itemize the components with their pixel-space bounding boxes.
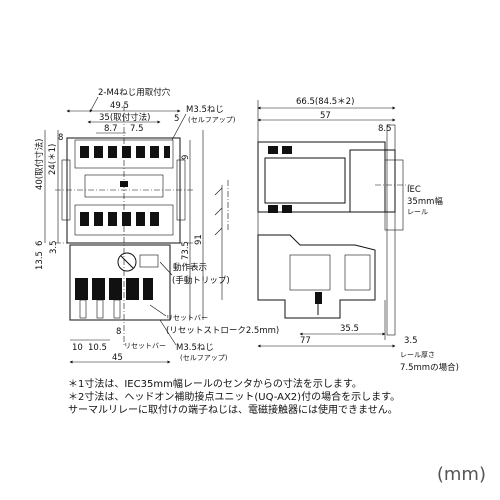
note-1: ＊1寸法は、IEC35mm幅レールのセンタからの寸法を示します。 [68,379,362,390]
side-view: 66.5(84.5＊2) 57 8.5 IEC 35mm幅 レール 35.5 7… [257,97,459,373]
bottom-terminals [75,278,153,319]
thermal-relay-body [69,244,171,321]
dim-10: 10 [72,343,83,353]
indicator-label: 動作表示 [173,262,207,273]
dim-8-7: 8.7 [104,124,118,134]
dim-8-5: 8.5 [378,124,392,134]
reset-bar-label-2: リセットバー [124,342,166,350]
front-view: 2-M4ねじ用取付穴 49.5 M3.5ねじ (セルフアップ) 35(取付寸法)… [34,87,279,364]
dim-40: 40(取付寸法) [34,139,45,190]
dim-57: 57 [320,111,331,121]
dim-5: 5 [174,114,179,124]
rail-width-label: 35mm幅 [407,196,443,207]
reset-bar-label: リセットバー [166,314,208,322]
dim-45: 45 [112,353,123,363]
rail-thick-label: レール厚さ [400,351,435,359]
mount-holes-label: 2-M4ねじ用取付穴 [98,87,171,98]
dim-3-5: 3.5 [49,240,59,254]
self-up-top-label: (セルフアップ) [188,116,236,124]
note-2: ＊2寸法は、ヘッドオン補助接点ユニット(UQ-AX2)付の場合を示します。 [68,392,401,403]
note-3: サーマルリレーに取付けの端子ねじは、電磁接触器には使用できません。 [68,405,398,416]
dim-49-5: 49.5 [110,101,129,111]
dim-8b: 8 [116,327,121,337]
dim-24: 24(＊1) [48,144,58,175]
dim-9: 9 [181,155,191,160]
dim-13-5: 13.5 [35,251,45,270]
dim-35-mount: 35(取付寸法) [99,112,150,123]
unit-label: (mm) [436,464,486,485]
self-up-bottom-label: (セルフアップ) [180,354,228,362]
dim-35-5: 35.5 [340,324,359,334]
dim-10-5: 10.5 [88,343,107,353]
iec-label: IEC [407,185,421,195]
dim-8a: 8 [58,133,63,143]
relay-side [257,234,376,319]
dim-73-5: 73.5 [181,241,191,260]
dim-7-5: 7.5 [130,124,144,134]
rail-label: レール [407,208,428,216]
screw-top-label: M3.5ねじ [186,105,224,115]
indicator-sub-label: (手動トリップ) [172,275,230,286]
dim-66-5: 66.5(84.5＊2) [296,97,354,107]
dim-77: 77 [300,336,311,346]
screw-bottom-label: M3.5ねじ [176,343,214,353]
dial-icon [117,252,137,272]
dim-6: 6 [35,241,45,246]
dim-91: 91 [194,234,204,245]
reset-stroke-label: (リセットストローク2.5mm) [166,326,279,336]
rail-thick-value-label: 7.5mmの場合) [400,362,459,373]
dim-3-5b: 3.5 [404,336,418,346]
